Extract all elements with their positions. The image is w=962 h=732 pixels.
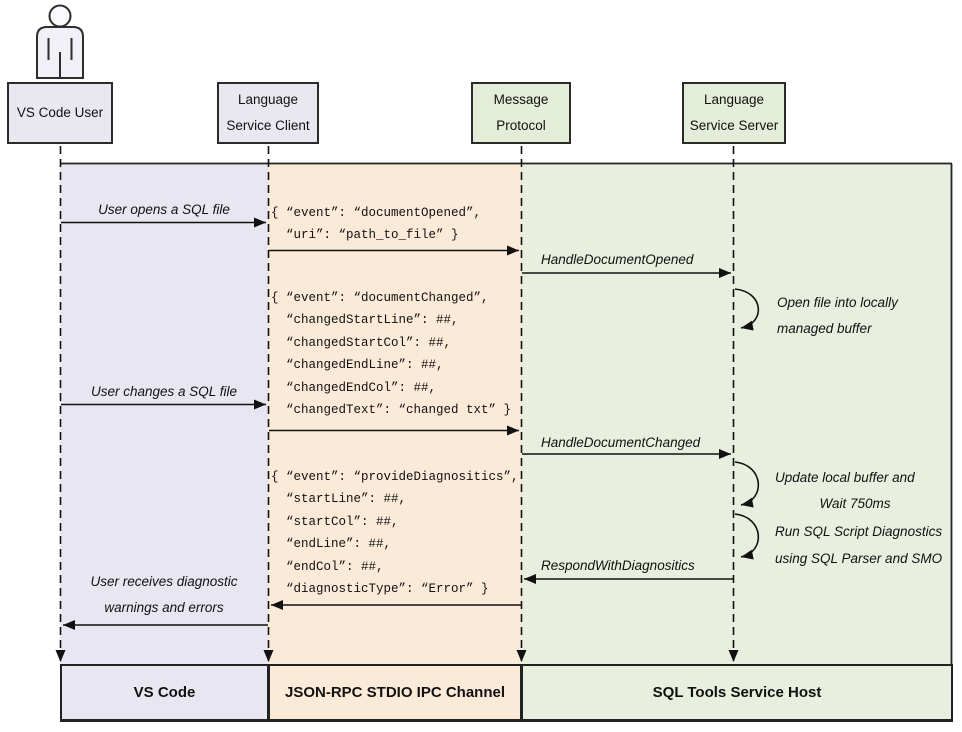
code-line: “endLine”: ##, xyxy=(271,537,392,552)
label-user-receives-line1: User receives diagnostic xyxy=(90,574,238,589)
code-line: “startLine”: ##, xyxy=(271,492,407,507)
person-icon xyxy=(36,4,84,79)
actor-label: Service Client xyxy=(226,118,310,133)
code-line: “changedStartCol”: ##, xyxy=(271,335,452,350)
lane-vscode xyxy=(60,164,268,664)
label-user-changes-file: User changes a SQL file xyxy=(90,384,238,399)
code-line: “changedEndLine”: ##, xyxy=(271,358,444,373)
label-respond-with-diagnostics: RespondWithDiagnositics xyxy=(541,558,695,573)
actor-label: Service Server xyxy=(689,118,779,133)
actor-box-language-service-server: Language Service Server xyxy=(682,82,786,144)
actor-box-vscode-user: VS Code User xyxy=(7,82,113,144)
actor-box-message-protocol: Message Protocol xyxy=(471,82,571,144)
code-line: “diagnosticType”: “Error” } xyxy=(271,582,489,597)
label-update-buffer-line2: Wait 750ms xyxy=(819,496,891,511)
actor-label: VS Code User xyxy=(16,105,104,120)
code-line: “changedStartLine”: ##, xyxy=(271,313,459,328)
actor-label: Language xyxy=(703,92,765,107)
code-block-provide-diagnostics: { “event”: “provideDiagnositics”, “start… xyxy=(271,466,519,600)
footer-box-service-host: SQL Tools Service Host xyxy=(521,664,953,722)
code-line: { “event”: “documentOpened”, xyxy=(271,206,482,220)
footer-label: JSON-RPC STDIO IPC Channel xyxy=(284,684,506,701)
label-handle-document-changed: HandleDocumentChanged xyxy=(541,435,701,450)
footer-box-vscode: VS Code xyxy=(60,664,269,722)
code-line: “changedText”: “changed txt” } xyxy=(271,403,512,418)
actor-box-language-service-client: Language Service Client xyxy=(217,82,319,144)
label-run-diagnostics-line1: Run SQL Script Diagnostics xyxy=(775,524,943,539)
self-loop-run-diagnostics xyxy=(734,513,760,560)
self-loop-open-file xyxy=(734,288,760,331)
lane-ipc-channel xyxy=(268,164,521,664)
label-run-diagnostics-line2: using SQL Parser and SMO xyxy=(775,551,943,566)
code-line: { “event”: “provideDiagnositics”, xyxy=(271,470,519,484)
self-loop-update-buffer xyxy=(734,461,760,508)
label-user-opens-file: User opens a SQL file xyxy=(98,202,230,217)
actor-label: Language xyxy=(237,92,299,107)
code-line: “changedEndCol”: ##, xyxy=(271,380,437,395)
actor-label: Message xyxy=(493,92,549,107)
footer-label: SQL Tools Service Host xyxy=(652,684,822,701)
footer-box-ipc-channel: JSON-RPC STDIO IPC Channel xyxy=(268,664,522,722)
label-handle-document-opened: HandleDocumentOpened xyxy=(541,252,694,267)
code-line: “startCol”: ##, xyxy=(271,514,399,529)
code-block-document-opened: { “event”: “documentOpened”, “uri”: “pat… xyxy=(271,202,481,247)
label-user-receives-line2: warnings and errors xyxy=(104,600,224,615)
footer-label: VS Code xyxy=(133,684,196,701)
label-open-file-line1: Open file into locally xyxy=(777,295,898,310)
code-line: { “event”: “documentChanged”, xyxy=(271,291,489,305)
lifelines xyxy=(55,146,739,662)
message-arrows xyxy=(61,217,760,630)
lane-service-host xyxy=(521,164,952,664)
code-line: “endCol”: ##, xyxy=(271,559,384,574)
actor-label: Protocol xyxy=(496,118,546,133)
code-line: “uri”: “path_to_file” } xyxy=(271,228,459,243)
label-update-buffer-line1: Update local buffer and xyxy=(775,470,915,485)
code-block-document-changed: { “event”: “documentChanged”, “changedSt… xyxy=(271,287,511,421)
label-open-file-line2: managed buffer xyxy=(777,321,872,336)
